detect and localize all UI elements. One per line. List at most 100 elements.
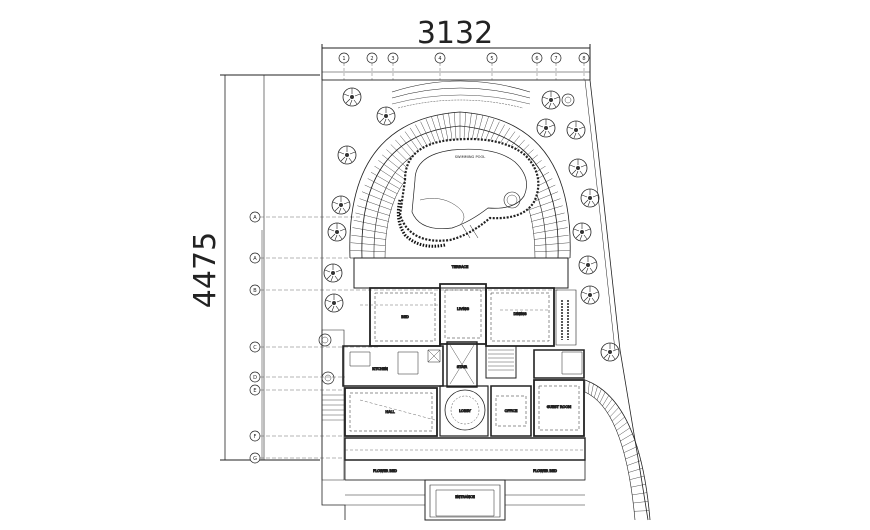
dining-label: DINING (513, 312, 526, 316)
grid-bubble: 5 (487, 53, 497, 63)
step-line (365, 185, 395, 199)
swimming-pool: SWIMMING POOL (398, 139, 538, 246)
step-line (357, 206, 390, 216)
overall-width-dimension: 3132 (417, 16, 493, 51)
step-line (362, 192, 393, 205)
step-line (378, 160, 404, 179)
hall-label: HALL (385, 410, 394, 414)
grid-bubble: 2 (367, 53, 377, 63)
grid-label: 3 (391, 56, 394, 62)
grid-label: 1 (342, 56, 345, 62)
driveway-hatch-line (629, 468, 643, 472)
row-grid: A A B C D E F G (250, 212, 560, 463)
step-line (476, 115, 483, 142)
step-line (443, 114, 449, 142)
driveway-hatch-line (626, 453, 640, 459)
lobby-label: LOBBY (459, 409, 471, 413)
step-line (421, 122, 434, 148)
driveway-hatch-line (612, 412, 622, 421)
overall-height-dimension: 4475 (188, 232, 223, 308)
step-line (531, 213, 564, 222)
grid-label: A (253, 256, 257, 262)
driveway-hatch-line (622, 440, 635, 447)
driveway-hatch-line (597, 389, 601, 400)
step-line (437, 115, 444, 142)
grid-bubble: 7 (551, 53, 561, 63)
step-line (351, 243, 386, 246)
grid-bubble: 1 (339, 53, 349, 63)
step-line (350, 250, 385, 251)
step-line (535, 243, 570, 246)
driveway-hatch-line (600, 392, 605, 403)
living-label: LIVING (457, 307, 469, 311)
grid-label: C (253, 345, 257, 351)
kitchen-label: KITCHEN (372, 367, 388, 371)
step-line (426, 119, 437, 146)
driveway-hatch-line (588, 382, 589, 394)
grid-label: F (254, 434, 257, 440)
step-line (352, 228, 386, 234)
step-line (529, 199, 561, 210)
step-line (354, 220, 388, 227)
grid-label: 5 (490, 56, 493, 62)
driveway-hatch-line (605, 399, 612, 409)
driveway-hatch-line (630, 476, 644, 480)
grid-label: 2 (370, 56, 373, 62)
main-building: TERRACE BED LIVING DINING KITCHEN STAIR … (322, 258, 585, 520)
grid-label: 7 (554, 56, 557, 62)
office-label: OFFICE (505, 409, 519, 413)
flower-bed-right-label: FLOWER BED (533, 469, 557, 473)
step-line (464, 112, 466, 140)
driveway-hatch-line (617, 422, 628, 430)
grid-bubble: 6 (532, 53, 542, 63)
step-line (368, 179, 397, 194)
step-line (355, 213, 388, 222)
grid-label: 6 (535, 56, 538, 62)
driveway-hatch-line (620, 434, 632, 441)
grid-bubble: 8 (579, 53, 589, 63)
grid-label: E (253, 388, 256, 394)
step-line (468, 113, 472, 141)
column-grid: 1 2 3 4 5 6 7 8 (339, 53, 589, 80)
grid-bubble: B (250, 285, 260, 295)
driveway-hatch-line (624, 447, 637, 453)
grid-bubble: G (250, 453, 260, 463)
step-line (535, 250, 570, 251)
driveway-hatch-line (627, 461, 641, 466)
grid-label: 4 (438, 56, 441, 62)
step-line (360, 199, 392, 210)
step-line (472, 114, 478, 142)
driveway-hatch-line (634, 511, 649, 512)
step-line (454, 112, 456, 140)
entrance-label: ENTRANCE (455, 495, 475, 499)
terrace-label: TERRACE (451, 265, 469, 269)
step-line (530, 206, 563, 216)
grid-bubble: C (250, 342, 260, 352)
step-line (386, 150, 409, 171)
bed-label: BED (401, 315, 409, 319)
grid-bubble: E (250, 385, 260, 395)
step-line (375, 166, 402, 184)
step-line (351, 235, 386, 239)
annotation-leaders (345, 305, 585, 450)
grid-label: D (253, 375, 257, 381)
driveway-hatch-line (614, 417, 624, 426)
step-line (532, 220, 566, 227)
front-driveway (345, 480, 585, 505)
left-dimension-lines (220, 75, 320, 460)
driveway-hatch-line (603, 395, 609, 406)
driveway-hatch-line (633, 501, 648, 503)
guest-label: GUEST ROOM (547, 405, 572, 409)
driveway-hatch-line (608, 403, 616, 413)
grid-bubble: F (250, 431, 260, 441)
driveway-hatch-line (610, 407, 619, 417)
grid-bubble: 3 (388, 53, 398, 63)
pool-label: SWIMMING POOL (455, 155, 486, 159)
grid-label: A (253, 215, 257, 221)
driveway-hatch-line (594, 386, 597, 397)
driveway-hatch-line (591, 384, 593, 396)
grid-label: G (253, 456, 257, 462)
driveway-hatch-line (631, 484, 646, 487)
grid-bubble: D (250, 372, 260, 382)
